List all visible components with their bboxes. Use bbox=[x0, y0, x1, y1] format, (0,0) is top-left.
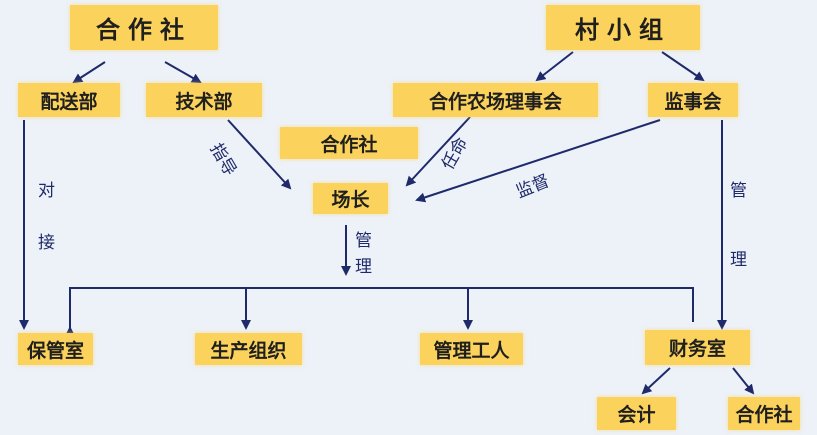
arrow-village-to-supervisory bbox=[661, 51, 705, 82]
node-storage: 保管室 bbox=[18, 333, 93, 365]
arrow-supervisory-to-manager bbox=[415, 119, 661, 203]
label-liaison-2: 接 bbox=[38, 233, 55, 253]
node-coop-bottom: 合作社 bbox=[728, 397, 800, 430]
label-manage-right-2: 理 bbox=[730, 250, 747, 270]
node-coop-middle: 合作社 bbox=[280, 127, 418, 159]
arrow-coop-to-technical bbox=[164, 61, 202, 83]
node-distribution: 配送部 bbox=[18, 83, 120, 117]
node-farm-manager: 场长 bbox=[313, 183, 388, 214]
bus-line bbox=[65, 287, 694, 336]
arrow-finance-to-coop bbox=[732, 367, 755, 395]
arrow-finance-to-accountant bbox=[641, 367, 671, 395]
label-manage-center-1: 管 bbox=[355, 231, 372, 251]
node-coop-top: 合作社 bbox=[70, 5, 218, 50]
arrow-technical-to-manager bbox=[227, 119, 292, 190]
node-technical: 技术部 bbox=[146, 83, 262, 117]
node-workers: 管理工人 bbox=[420, 333, 523, 365]
label-manage-center-2: 理 bbox=[355, 257, 372, 277]
node-finance: 财务室 bbox=[645, 330, 750, 365]
arrow-coop-to-distribution bbox=[72, 61, 106, 84]
node-supervisory-board: 监事会 bbox=[648, 83, 738, 117]
node-accountant: 会计 bbox=[597, 397, 676, 430]
node-production: 生产组织 bbox=[195, 333, 302, 365]
label-manage-right-1: 管 bbox=[730, 181, 747, 201]
label-liaison-1: 对 bbox=[38, 181, 55, 201]
arrow-village-to-board bbox=[535, 51, 574, 82]
arrow-board-to-manager bbox=[405, 116, 471, 187]
node-village-group: 村小组 bbox=[546, 5, 700, 50]
node-farm-board: 合作农场理事会 bbox=[393, 83, 598, 117]
